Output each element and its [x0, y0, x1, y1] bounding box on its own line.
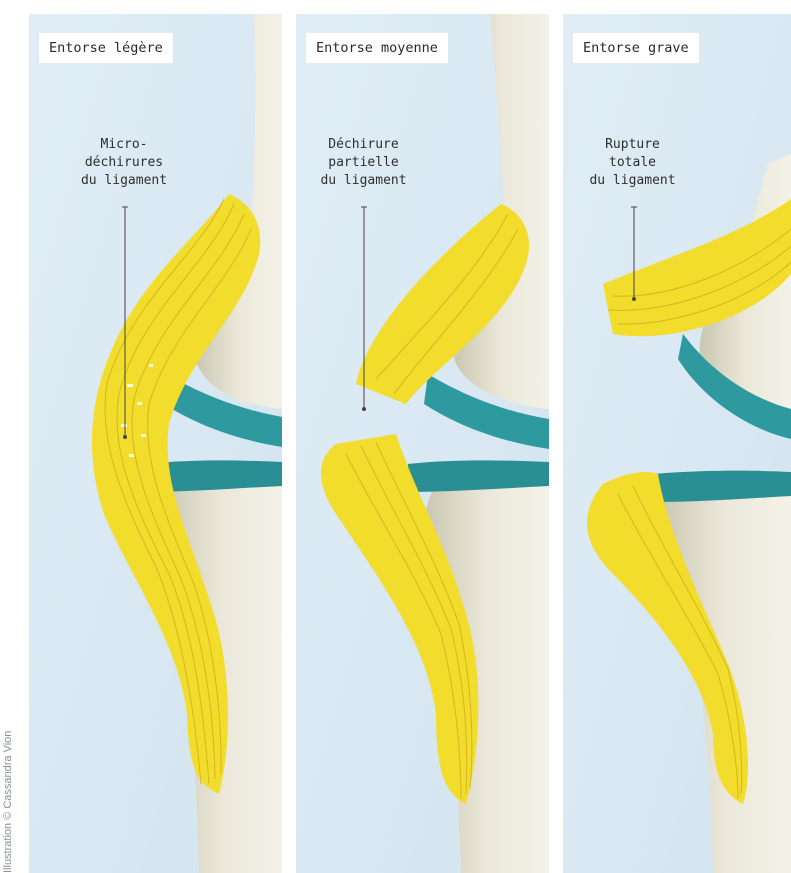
panel-severe-sprain: Entorse grave Rupture totale du ligament	[563, 14, 791, 873]
panel-title: Entorse légère	[39, 33, 173, 63]
panel-title: Entorse grave	[573, 33, 699, 63]
illustration-credit: Illustration © Cassandra Vion	[2, 473, 14, 873]
panel-title: Entorse moyenne	[306, 33, 448, 63]
callout-label: Rupture totale du ligament	[575, 136, 690, 190]
panel-mild-sprain: Entorse légère Micro- déchirures du liga…	[29, 14, 282, 873]
panel-moderate-sprain: Entorse moyenne Déchirure partielle du l…	[296, 14, 549, 873]
callout-label: Déchirure partielle du ligament	[306, 136, 421, 190]
callout-label: Micro- déchirures du ligament	[69, 136, 179, 190]
